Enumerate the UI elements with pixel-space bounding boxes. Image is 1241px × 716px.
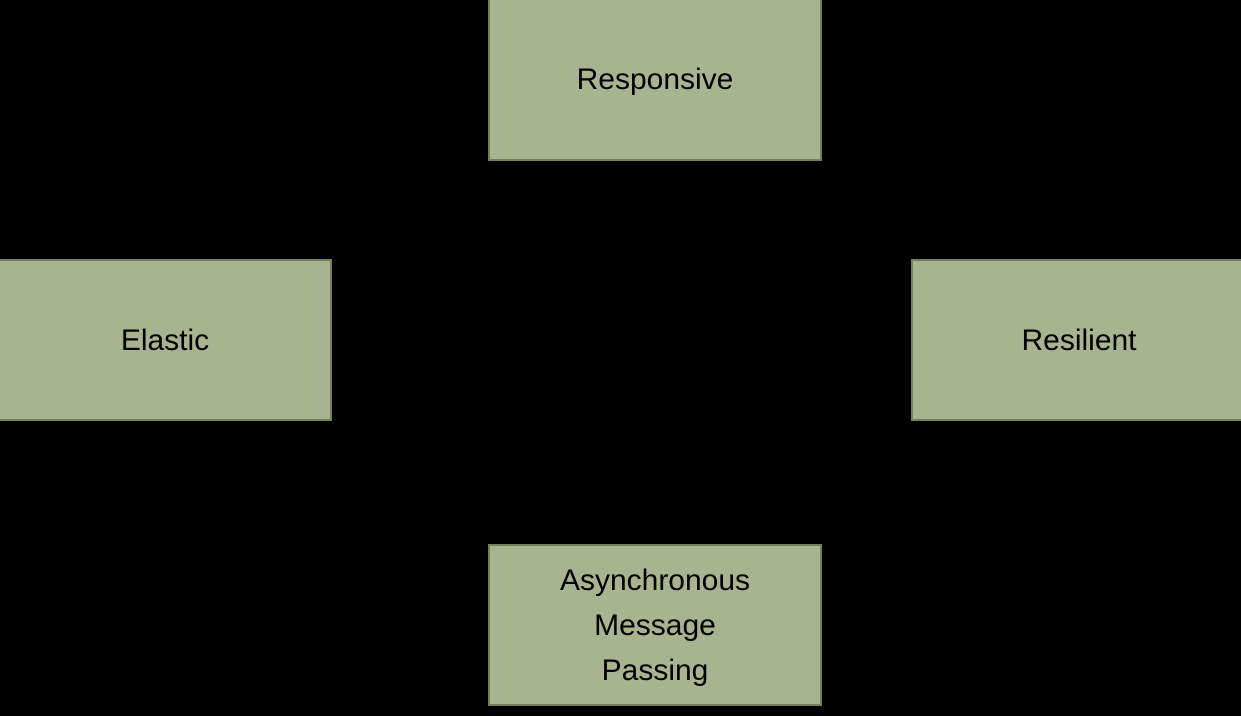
box-responsive-label: Responsive: [576, 63, 734, 96]
box-elastic-label: Elastic: [120, 323, 210, 357]
box-resilient-label: Resilient: [1021, 323, 1137, 357]
box-asynchronous-message-passing-label: Asynchronous Message Passing: [559, 563, 751, 687]
box-elastic: Elastic: [0, 259, 332, 421]
connector-elastic-async: [161, 417, 493, 627]
connector-resilient-responsive: [817, 75, 1081, 263]
connector-elastic-responsive: [161, 75, 493, 263]
box-resilient: Resilient: [911, 259, 1241, 421]
connector-resilient-async: [817, 417, 1081, 627]
box-asynchronous-message-passing: Asynchronous Message Passing: [488, 544, 822, 706]
box-responsive: Responsive: [488, 0, 822, 161]
